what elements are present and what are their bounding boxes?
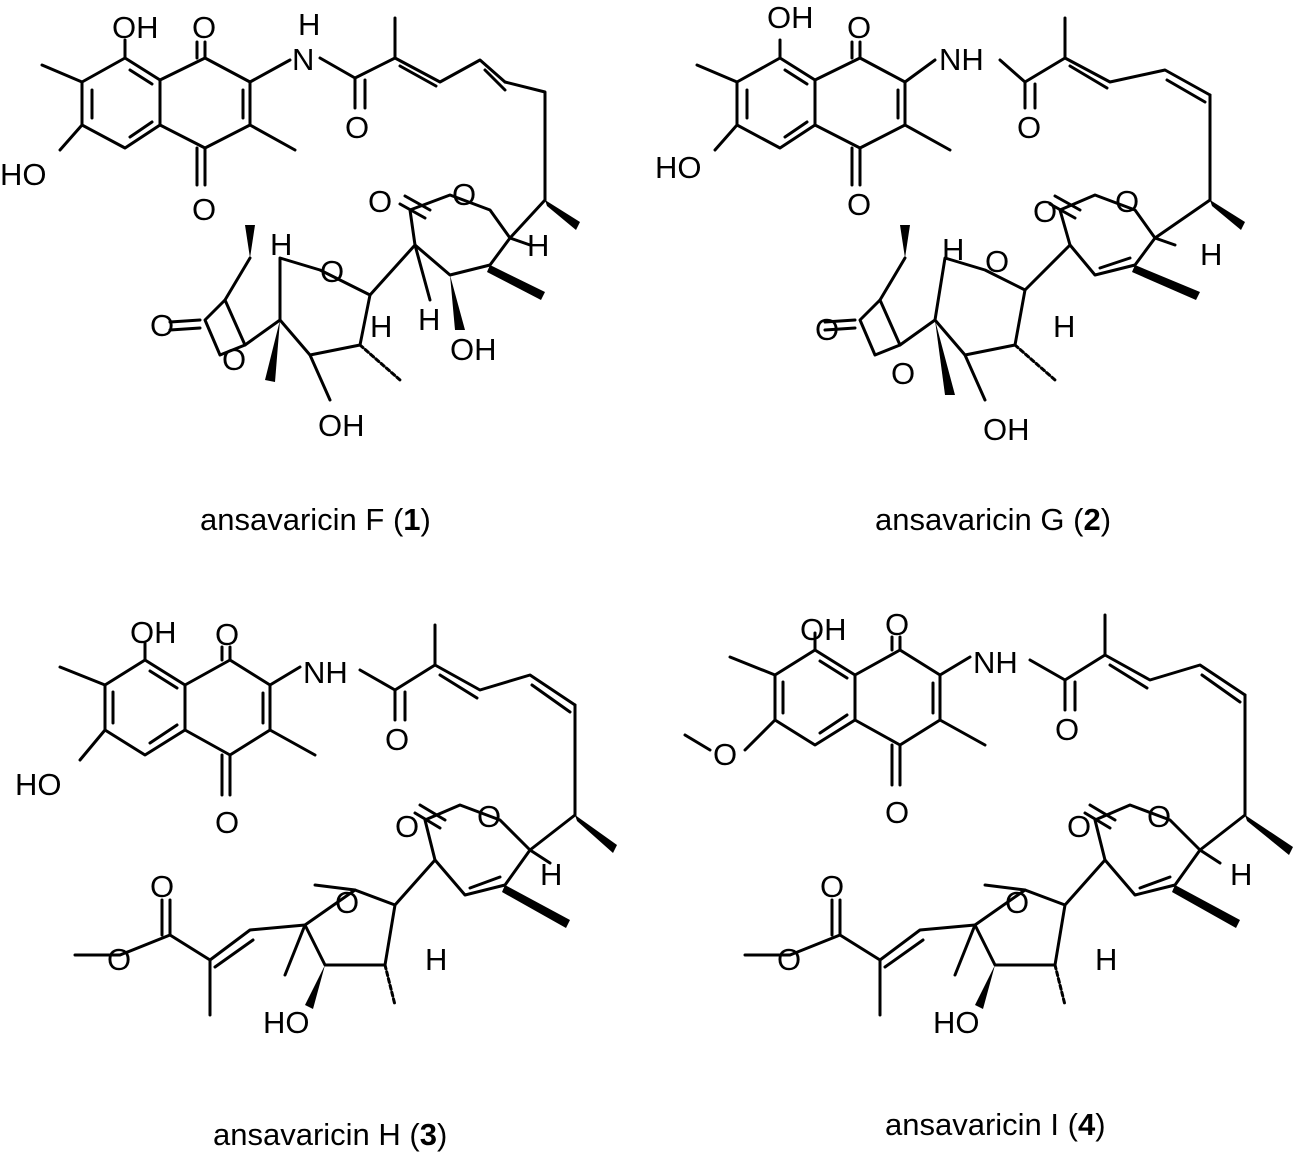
atom-label: O <box>891 356 915 391</box>
atom-label: O <box>477 799 501 834</box>
atom-label: O <box>1017 110 1041 145</box>
atom-label: OH <box>800 612 847 647</box>
atom-label: H <box>370 309 392 344</box>
atom-label: O <box>335 885 359 920</box>
atom-labels-compound-3: OH O NH HO O O O O H O O O H HO ansavari… <box>15 615 562 1152</box>
atom-label: O <box>385 722 409 757</box>
atom-label: H <box>418 302 440 337</box>
atom-label: HO <box>15 767 62 802</box>
atom-labels-compound-2: OH O NH HO O O O O H H O O O H OH ansava… <box>655 0 1222 537</box>
atom-label: O <box>320 254 344 289</box>
atom-label: OH <box>130 615 177 650</box>
atom-label: O <box>1033 194 1057 229</box>
atom-label: N <box>292 42 314 77</box>
atom-label: H <box>1053 309 1075 344</box>
atom-labels-compound-1: OH O H N HO O O O O H H O O O H H OH OH … <box>0 7 549 537</box>
atom-label: O <box>985 244 1009 279</box>
atom-label: HO <box>0 157 47 192</box>
atom-label: H <box>298 7 320 42</box>
atom-label: O <box>820 869 844 904</box>
atom-label: H <box>1095 942 1117 977</box>
atom-label: H <box>540 857 562 892</box>
atom-label: O <box>150 308 174 343</box>
atom-label: O <box>1147 799 1171 834</box>
atom-label: O <box>368 184 392 219</box>
atom-label: O <box>885 607 909 642</box>
atom-label: NH <box>303 655 348 690</box>
atom-label: H <box>425 942 447 977</box>
atom-label: O <box>395 809 419 844</box>
atom-label: O <box>345 110 369 145</box>
atom-label: HO <box>933 1005 980 1040</box>
atom-label: O <box>1115 184 1139 219</box>
atom-labels-compound-4: OH O NH O O O O O H O O O H HO ansavaric… <box>713 607 1252 1142</box>
compound-caption-3: ansavaricin H (3) <box>213 1117 447 1152</box>
structure-compound-4 <box>683 613 1293 1017</box>
structure-compound-3 <box>58 623 617 1017</box>
atom-label: H <box>527 228 549 263</box>
atom-label: O <box>215 617 239 652</box>
atom-label: O <box>847 10 871 45</box>
atom-label: OH <box>983 412 1030 447</box>
atom-label: HO <box>655 150 702 185</box>
atom-label: O <box>215 805 239 840</box>
atom-label: H <box>942 232 964 267</box>
atom-label: O <box>1067 809 1091 844</box>
atom-label: O <box>1055 712 1079 747</box>
atom-label: O <box>192 192 216 227</box>
structure-compound-1 <box>40 16 580 402</box>
atom-label: H <box>1200 237 1222 272</box>
atom-label: OH <box>112 10 159 45</box>
atom-label: NH <box>973 645 1018 680</box>
atom-label: O <box>777 942 801 977</box>
compound-caption-4: ansavaricin I (4) <box>885 1107 1106 1142</box>
atom-label: H <box>270 227 292 262</box>
atom-label: O <box>452 177 476 212</box>
atom-label: O <box>150 869 174 904</box>
atom-label: O <box>847 187 871 222</box>
atom-label: O <box>1005 885 1029 920</box>
atom-label: H <box>1230 857 1252 892</box>
atom-label: O <box>222 342 246 377</box>
atom-label: OH <box>767 0 814 35</box>
atom-label: O <box>885 795 909 830</box>
compound-caption-1: ansavaricin F (1) <box>200 502 431 537</box>
compound-caption-2: ansavaricin G (2) <box>875 502 1111 537</box>
atom-label: O <box>713 737 737 772</box>
atom-label: NH <box>939 42 984 77</box>
structure-compound-2 <box>695 16 1245 402</box>
atom-label: O <box>815 312 839 347</box>
atom-label: O <box>107 942 131 977</box>
atom-label: OH <box>318 408 365 443</box>
atom-label: OH <box>450 332 497 367</box>
atom-label: O <box>192 10 216 45</box>
atom-label: HO <box>263 1005 310 1040</box>
